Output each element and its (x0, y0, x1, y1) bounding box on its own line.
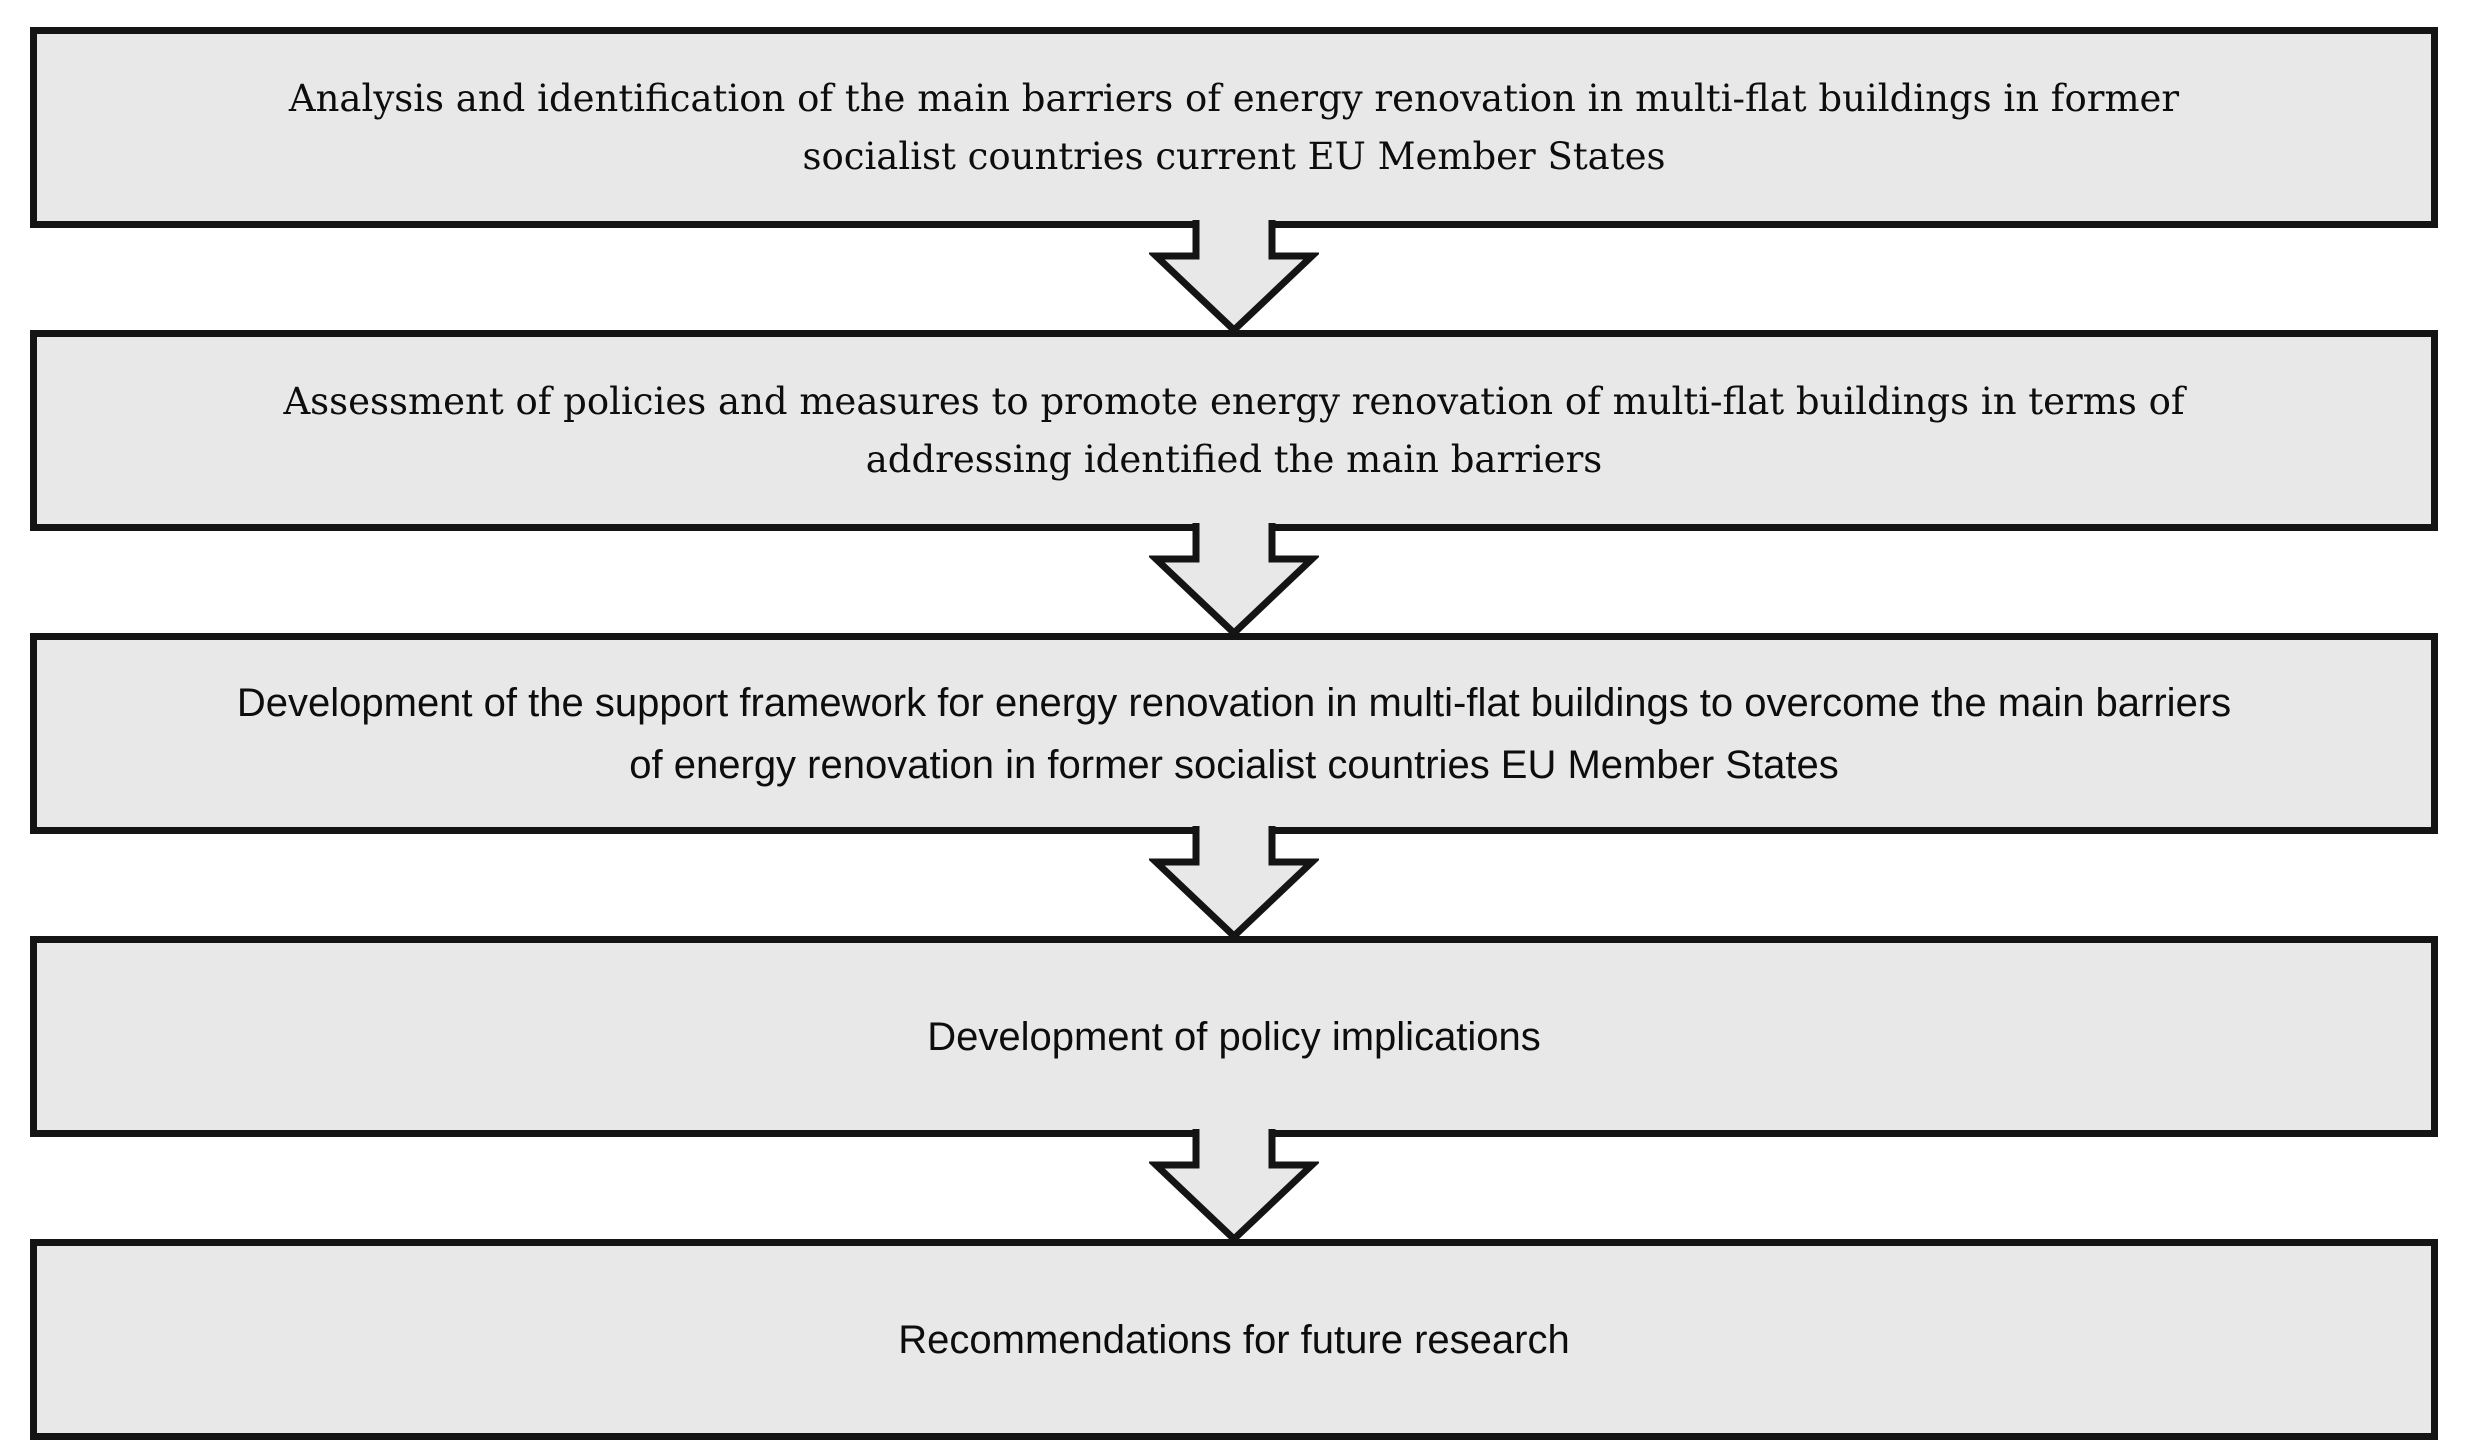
step-1-label: Analysis and identification of the main … (288, 77, 2180, 178)
connector-4 (30, 1129, 2438, 1243)
step-3-label: Development of the support framework for… (236, 680, 2232, 787)
down-block-arrow-icon (1149, 1129, 1319, 1243)
connector-2 (30, 523, 2438, 637)
step-box-4: Development of policy implications (30, 936, 2438, 1137)
step-4-label: Development of policy implications (927, 1014, 1541, 1059)
step-box-5: Recommendations for future research (30, 1239, 2438, 1440)
down-block-arrow-icon (1149, 220, 1319, 334)
step-box-2: Assessment of policies and measures to p… (30, 330, 2438, 531)
connector-3 (30, 826, 2438, 940)
down-block-arrow-icon (1149, 826, 1319, 940)
step-2-label: Assessment of policies and measures to p… (283, 380, 2185, 481)
connector-1 (30, 220, 2438, 334)
step-box-3: Development of the support framework for… (30, 633, 2438, 834)
step-5-label: Recommendations for future research (898, 1317, 1570, 1362)
research-flowchart: Analysis and identification of the main … (30, 27, 2438, 1440)
down-block-arrow-icon (1149, 523, 1319, 637)
step-box-1: Analysis and identification of the main … (30, 27, 2438, 228)
